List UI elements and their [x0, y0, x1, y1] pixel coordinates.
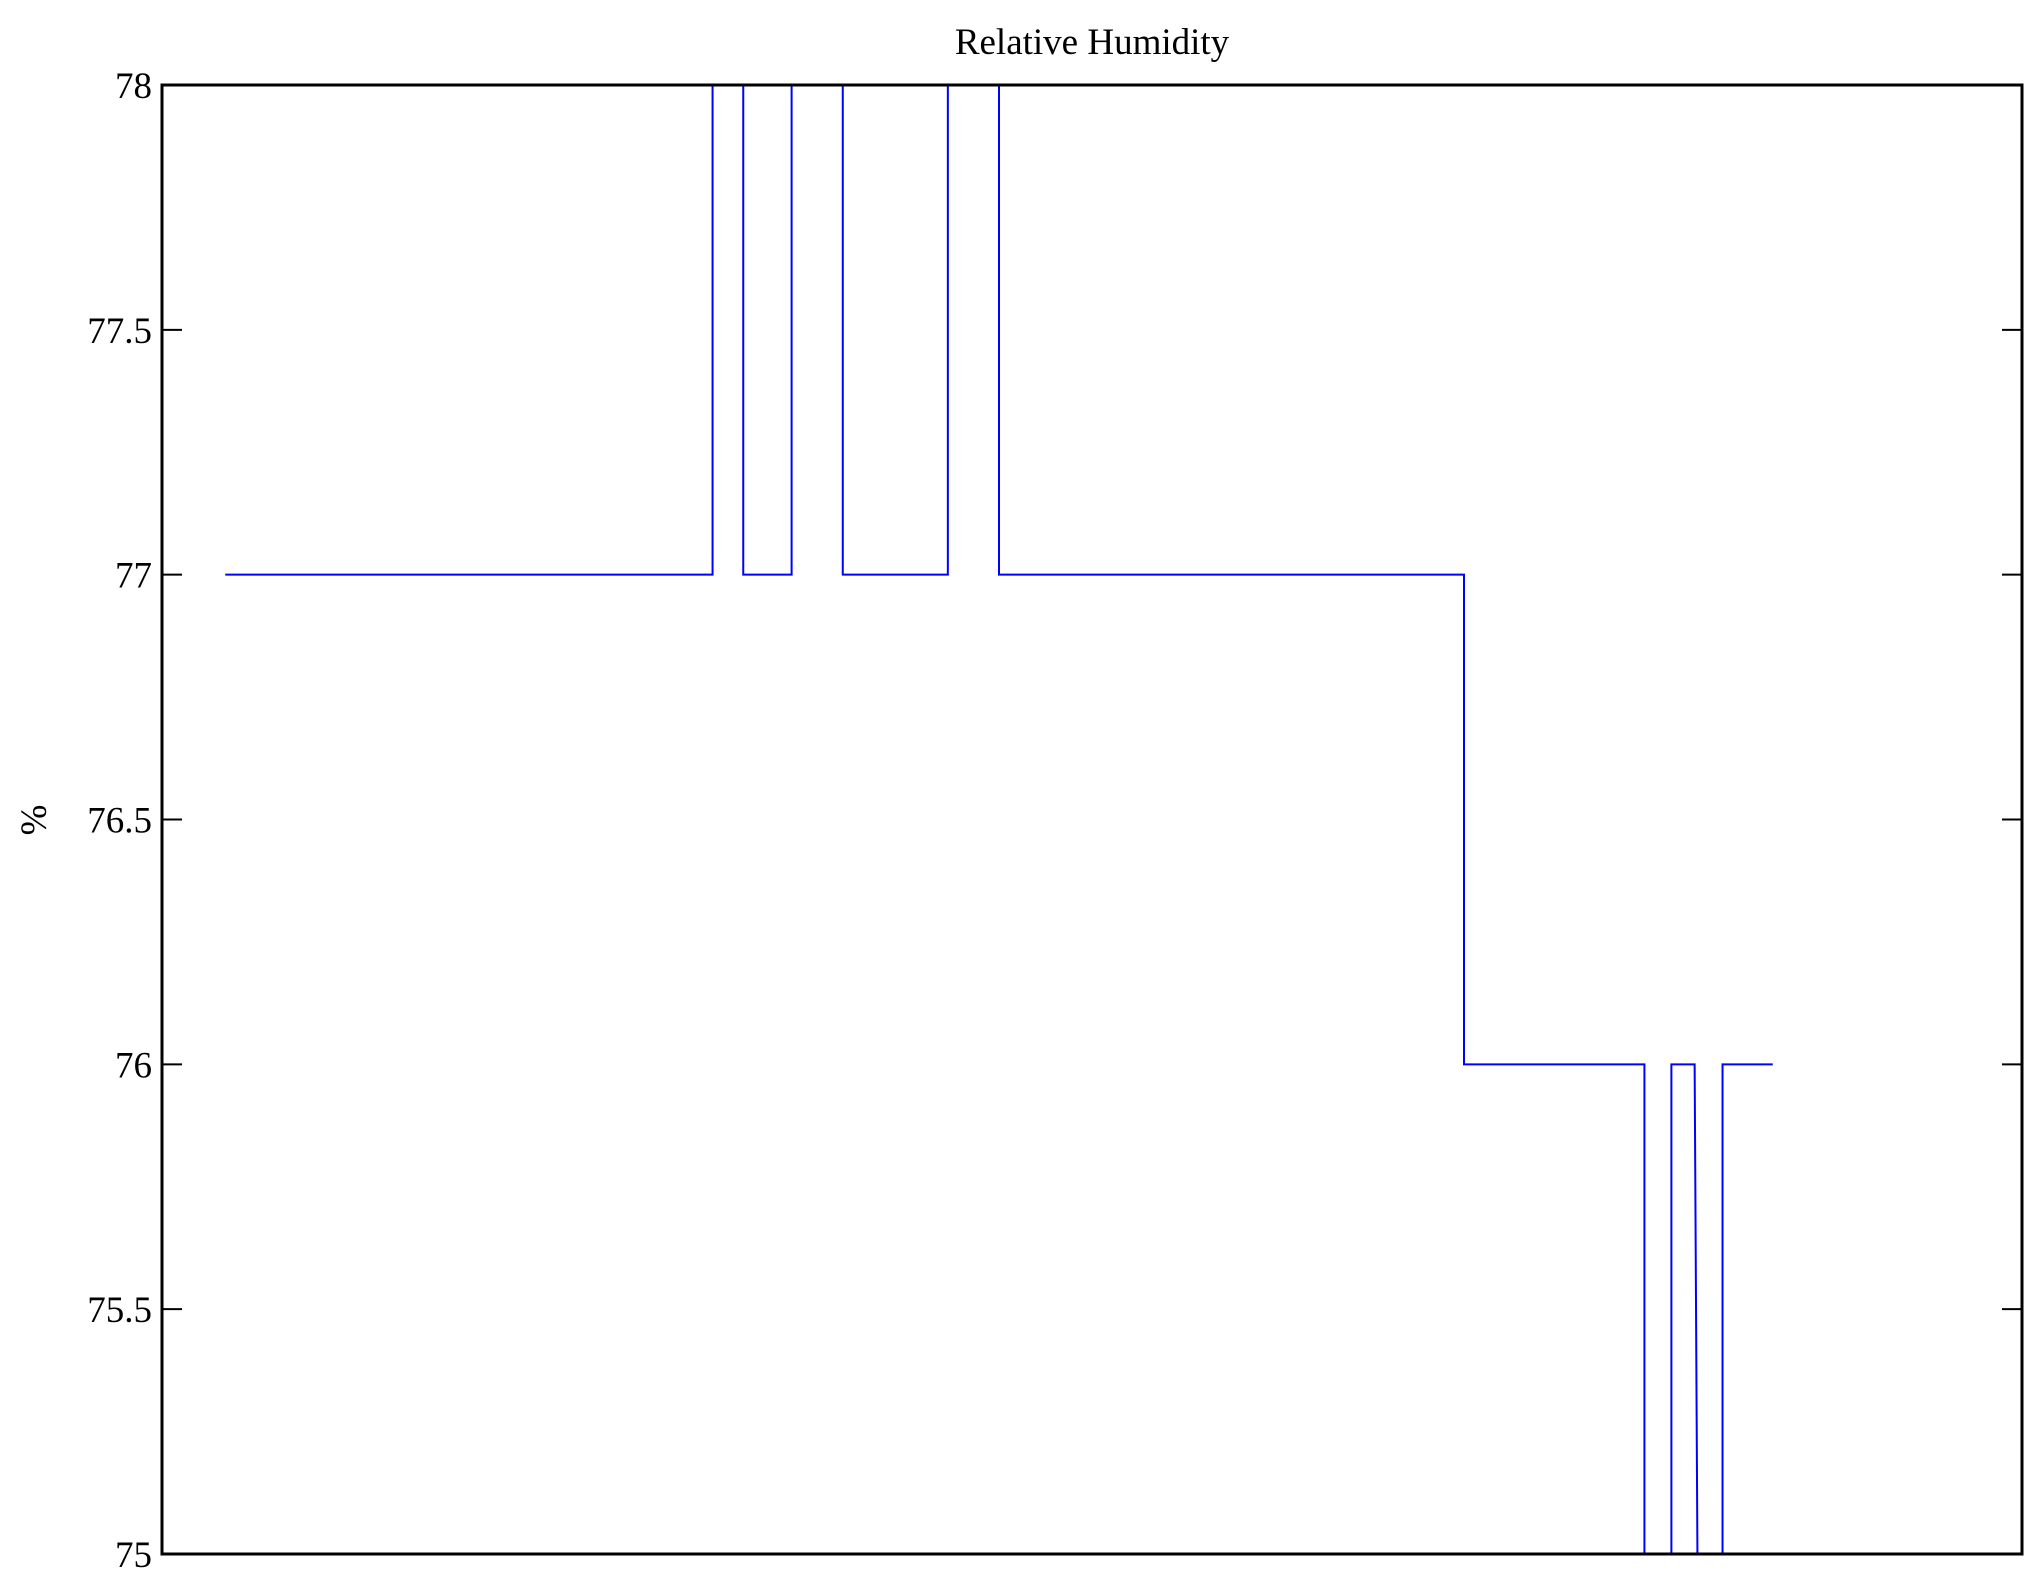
y-tick-label: 78 [115, 66, 152, 107]
y-tick-label: 77 [115, 556, 152, 597]
y-tick-label: 75 [115, 1535, 152, 1576]
plot-frame [160, 83, 2024, 1556]
y-tick-label: 76 [115, 1045, 152, 1086]
humidity-series-line [225, 84, 1773, 1555]
y-tick-label: 77.5 [87, 311, 152, 352]
y-tick-label: 76.5 [87, 801, 152, 842]
y-axis-label: % [14, 805, 55, 836]
y-tick-label: 75.5 [87, 1290, 152, 1331]
chart-title: Relative Humidity [955, 22, 1230, 63]
